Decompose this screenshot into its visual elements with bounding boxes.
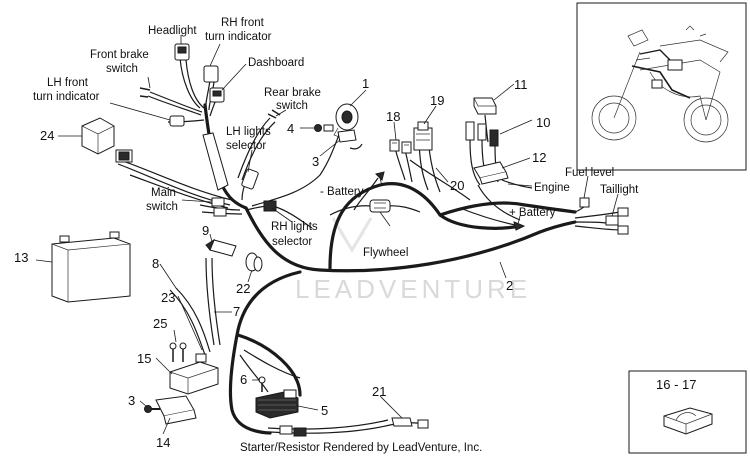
- rear-connectors: [579, 197, 629, 235]
- regulator-5: [255, 389, 299, 419]
- callout-2: 2: [506, 278, 513, 293]
- callout-numbers: 1 2 3 3 4 5 6 7 8 9 10 11 12 13 14 15 18…: [14, 76, 550, 450]
- footer-credit: Starter/Resistor Rendered by LeadVenture…: [240, 442, 482, 454]
- label-headlight: Headlight: [148, 25, 197, 37]
- callout-15: 15: [137, 351, 151, 366]
- connectors-10: [465, 121, 499, 147]
- label-rear-brake-1: Rear brake: [264, 87, 321, 99]
- bolt-4: [314, 124, 334, 132]
- part-24-module: [81, 117, 115, 155]
- bolts-25: [169, 342, 187, 362]
- label-engine: Engine: [534, 182, 570, 194]
- label-lh-lights-1: LH lights: [226, 126, 271, 138]
- callout-20: 20: [450, 178, 464, 193]
- callout-7: 7: [233, 304, 240, 319]
- rh-turn-connector: [203, 65, 219, 83]
- battery-negative-terminal: [375, 171, 385, 181]
- callout-8: 8: [152, 256, 159, 271]
- part-22: [245, 252, 263, 272]
- horn-bracket: [337, 129, 357, 143]
- label-plus-battery: + Battery: [509, 207, 556, 219]
- front-brake-switch: [139, 87, 151, 98]
- fuse-holder-19: [413, 121, 433, 151]
- label-main-switch-1: Main: [151, 187, 176, 199]
- rh-lights-selector-connector: [263, 200, 277, 212]
- horn: [333, 103, 359, 139]
- watermark-logo: [331, 217, 373, 253]
- starter-resistor-21: [279, 417, 429, 437]
- part-12: [473, 161, 509, 185]
- label-main-switch-2: switch: [146, 201, 178, 213]
- connector-near-24: [115, 149, 133, 163]
- label-rh-lights-2: selector: [272, 236, 312, 248]
- label-rh-front-turn-2: turn indicator: [205, 31, 272, 43]
- label-front-brake-1: Front brake: [90, 49, 149, 61]
- lh-lights-selector-connector: [241, 168, 259, 190]
- bolt-6: [258, 376, 266, 392]
- motorcycle-overview: [576, 2, 747, 171]
- label-lh-front-turn-1: LH front: [47, 77, 89, 89]
- callout-25: 25: [153, 316, 167, 331]
- callout-3-upper: 3: [312, 154, 319, 169]
- label-minus-battery: - Battery: [320, 186, 364, 198]
- callout-1: 1: [362, 76, 369, 91]
- callout-5: 5: [321, 403, 328, 418]
- label-taillight: Taillight: [600, 184, 639, 196]
- headlight-connector: [174, 43, 190, 61]
- callout-11: 11: [514, 77, 528, 92]
- spark-plug-cap-9: [205, 238, 237, 257]
- watermark: LEADVENTURE: [295, 274, 531, 304]
- battery-13: [51, 231, 131, 303]
- callout-4: 4: [287, 121, 294, 136]
- label-rh-front-turn-1: RH front: [221, 17, 265, 29]
- callout-18: 18: [386, 109, 400, 124]
- callout-6: 6: [240, 372, 247, 387]
- ignition-coil-15: [169, 353, 219, 395]
- screw-3-lower: [144, 405, 160, 413]
- lh-turn-connector: [169, 115, 185, 127]
- callout-22: 22: [236, 281, 250, 296]
- label-dashboard: Dashboard: [248, 57, 304, 69]
- relay-11: [473, 97, 497, 115]
- callout-14: 14: [156, 435, 170, 450]
- callout-12: 12: [532, 150, 546, 165]
- label-lh-front-turn-2: turn indicator: [33, 91, 100, 103]
- callout-9: 9: [202, 223, 209, 238]
- label-fuel-level: Fuel level: [565, 167, 614, 179]
- leader-lines: [35, 35, 619, 435]
- flywheel-connector: [369, 199, 391, 213]
- inset-label: 16 - 17: [656, 377, 696, 392]
- label-rh-lights-1: RH lights: [271, 221, 318, 233]
- label-front-brake-2: switch: [106, 63, 138, 75]
- callout-23: 23: [161, 290, 175, 305]
- relays-18: [389, 139, 412, 154]
- callout-21: 21: [372, 384, 386, 399]
- label-lh-lights-2: selector: [226, 140, 266, 152]
- inset-16-17: 16 - 17: [628, 370, 747, 454]
- callout-3-lower: 3: [128, 393, 135, 408]
- callout-13: 13: [14, 250, 28, 265]
- callout-19: 19: [430, 93, 444, 108]
- label-flywheel: Flywheel: [363, 247, 408, 259]
- label-rear-brake-2: switch: [276, 100, 308, 112]
- callout-24: 24: [40, 128, 54, 143]
- bracket-14: [155, 395, 197, 425]
- dashboard-connector: [209, 87, 225, 103]
- component-labels: Headlight RH front turn indicator Front …: [33, 17, 639, 259]
- callout-10: 10: [536, 115, 550, 130]
- battery-positive-terminal: [513, 221, 526, 231]
- main-harness: [202, 103, 577, 435]
